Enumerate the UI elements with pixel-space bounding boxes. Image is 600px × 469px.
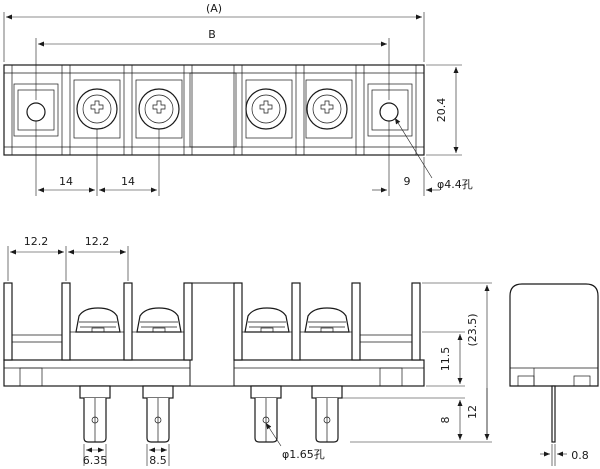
top-view: (A) B 14 14 9 <box>3 2 473 196</box>
screw-head-4 <box>304 307 350 333</box>
dim-tab-thickness-label: 0.8 <box>571 449 589 462</box>
dim-total-height-label: (23.5) <box>466 313 479 346</box>
dim-tab-width-2-label: 8.5 <box>149 454 167 467</box>
top-view-barriers <box>3 64 425 156</box>
dim-end-hole: 9 <box>372 121 440 196</box>
dim-tab-thickness: 0.8 <box>540 444 589 466</box>
dim-end-hole-label: 9 <box>404 175 411 188</box>
dim-overall: (A) <box>3 2 425 62</box>
dim-tab-total: 12 <box>466 388 488 440</box>
dim-overall-label: (A) <box>206 2 222 15</box>
terminal-screw-3 <box>245 79 293 139</box>
top-view-body-outline <box>3 64 425 156</box>
dim-pitch-1-label: 14 <box>59 175 73 188</box>
dim-tab-width: 6.35 8.5 <box>83 444 170 467</box>
screw-head-3 <box>244 307 290 333</box>
tab-hole-callout: φ1.65孔 <box>265 422 325 461</box>
side-view: 0.8 <box>509 283 599 466</box>
tab-hole-note-label: φ1.65孔 <box>282 448 325 461</box>
front-view: 12.2 12.2 (23.5) 11.5 8 12 <box>3 235 492 467</box>
dim-pitch: 14 14 <box>35 121 160 196</box>
side-view-body <box>509 283 599 387</box>
hole-callout: φ4.4孔 <box>394 117 473 191</box>
dim-pitch-2-label: 14 <box>121 175 135 188</box>
dim-body-height: 11.5 <box>422 331 465 387</box>
tab-3 <box>250 385 282 443</box>
tab-4 <box>311 385 343 443</box>
dim-barrier-1-label: 12.2 <box>24 235 49 248</box>
dim-pitch-span: B <box>35 28 390 100</box>
dim-barrier-2-label: 12.2 <box>85 235 110 248</box>
dim-height: 20.4 <box>426 64 462 156</box>
side-view-tab <box>551 385 556 443</box>
dim-body-height-label: 11.5 <box>439 347 452 372</box>
dim-tab-length-label: 8 <box>439 417 452 424</box>
tab-2 <box>142 385 174 443</box>
dim-tab-length: 8 <box>340 397 465 440</box>
tab-1 <box>79 385 111 443</box>
hole-note-label: φ4.4孔 <box>437 178 473 191</box>
dim-pitch-span-label: B <box>208 28 216 41</box>
screw-head-1 <box>75 307 121 333</box>
front-view-barriers <box>3 282 421 361</box>
terminal-screw-4 <box>305 79 353 139</box>
dim-barrier: 12.2 12.2 <box>7 235 129 281</box>
dim-height-label: 20.4 <box>435 98 448 123</box>
dim-tab-total-label: 12 <box>466 405 479 419</box>
center-gap <box>189 72 237 148</box>
dim-tab-width-1-label: 6.35 <box>83 454 108 467</box>
screw-head-2 <box>136 307 182 333</box>
